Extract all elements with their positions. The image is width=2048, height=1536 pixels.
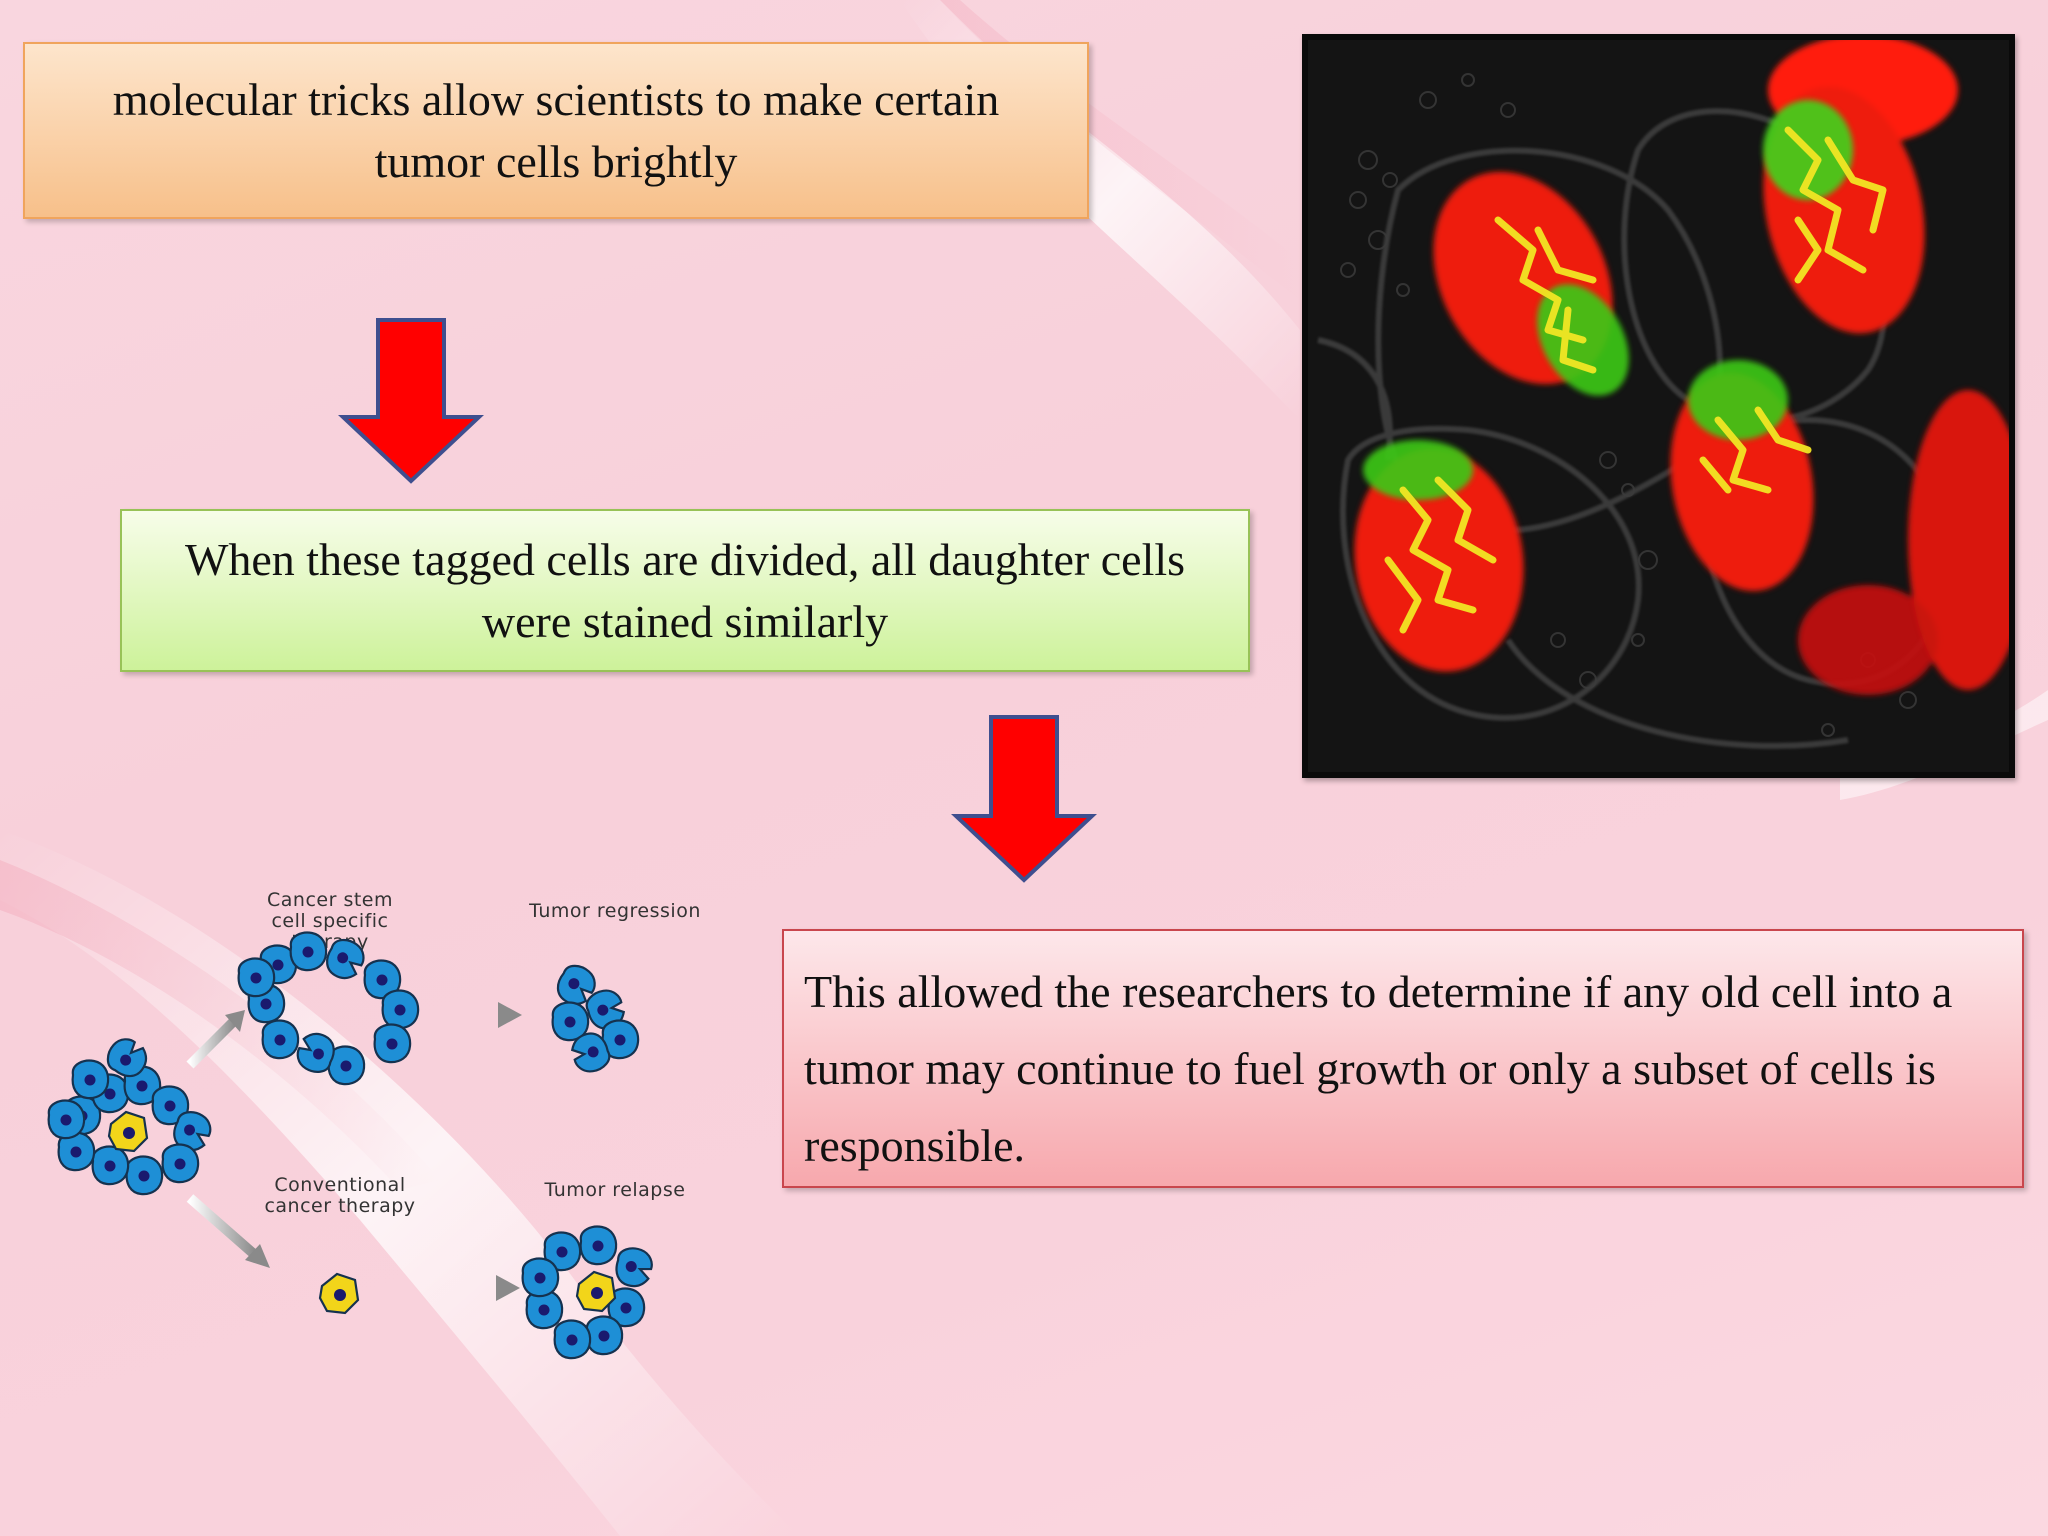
- down-arrow-2: [951, 715, 1097, 883]
- fluorescent-cell-micrograph: [1302, 34, 2015, 778]
- step2-text: When these tagged cells are divided, all…: [184, 533, 1186, 647]
- step3-box: This allowed the researchers to determin…: [782, 929, 2024, 1188]
- original-tumor: [47, 1032, 216, 1196]
- micrograph-image: [1308, 40, 2009, 772]
- down-arrow-1: [338, 318, 484, 484]
- step1-text: molecular tricks allow scientists to mak…: [112, 73, 1000, 187]
- label-tumor-regression: Tumor regression: [529, 900, 701, 922]
- tumor-regression-cluster: [550, 959, 640, 1078]
- label-tumor-relapse: Tumor relapse: [544, 1179, 686, 1201]
- step1-box: molecular tricks allow scientists to mak…: [23, 42, 1089, 219]
- tumor-relapse-cluster: [521, 1225, 656, 1360]
- label-conventional-therapy: Conventional cancer therapy: [264, 1174, 416, 1217]
- csc-therapy-ring: [237, 931, 420, 1086]
- step3-text: This allowed the researchers to determin…: [804, 966, 1953, 1171]
- step2-box: When these tagged cells are divided, all…: [120, 509, 1250, 672]
- diagram-drawing: [47, 931, 656, 1360]
- surviving-stem-cell: [318, 1272, 360, 1315]
- cancer-stem-cell-diagram: Cancer stem cell specific therapy Tumor …: [30, 880, 710, 1380]
